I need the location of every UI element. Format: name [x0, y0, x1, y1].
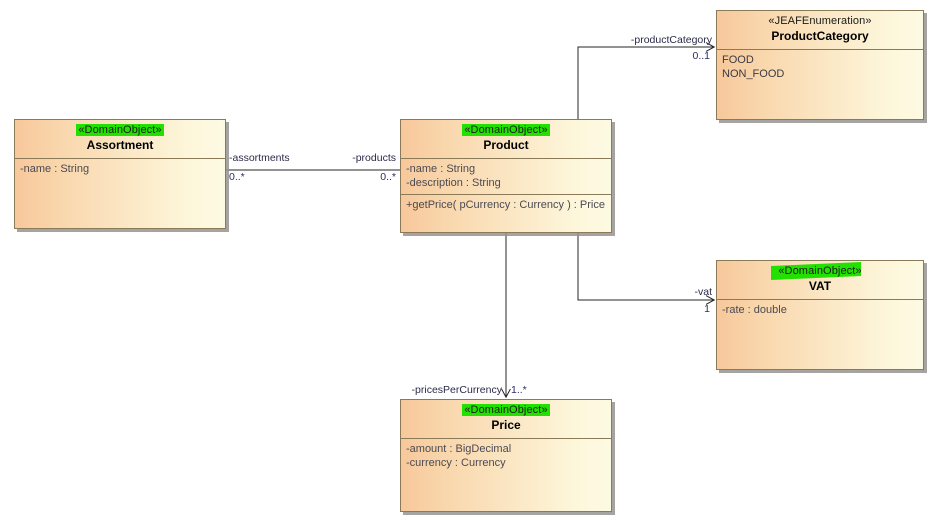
class-header-productcategory: «JEAFEnumeration» ProductCategory: [717, 11, 923, 49]
attribute-row: -amount : BigDecimal: [406, 443, 512, 455]
edge-label-vat-mult: 1: [704, 303, 710, 315]
edge-label-productcategory-mult: 0..1: [692, 50, 710, 62]
attributes-vat: -rate : double: [717, 299, 923, 368]
literals-productcategory: FOOD NON_FOOD: [717, 49, 923, 118]
attribute-row: -name : String: [20, 163, 90, 175]
class-box-productcategory[interactable]: «JEAFEnumeration» ProductCategory FOOD N…: [716, 10, 924, 120]
attribute-row: -description : String: [406, 177, 501, 189]
class-box-price[interactable]: «DomainObject» Price -amount : BigDecima…: [400, 399, 612, 512]
class-box-vat[interactable]: «DomainObject» VAT -rate : double: [716, 260, 924, 370]
edge-label-assortments-role: -assortments: [229, 152, 290, 164]
class-header-price: «DomainObject» Price: [401, 400, 611, 438]
attributes-assortment: -name : String: [15, 158, 225, 227]
stereotype-product: «DomainObject»: [462, 124, 550, 136]
edge-label-vat-role: -vat: [694, 286, 712, 298]
stereotype-price: «DomainObject»: [462, 404, 550, 416]
class-box-product[interactable]: «DomainObject» Product -name : String -d…: [400, 119, 612, 233]
class-name-productcategory: ProductCategory: [771, 29, 869, 43]
stereotype-assortment: «DomainObject»: [76, 124, 164, 136]
edge-label-price-mult: 1..*: [511, 384, 527, 396]
class-name-vat: VAT: [808, 279, 832, 293]
attribute-row: -name : String: [406, 163, 476, 175]
class-name-product: Product: [483, 138, 529, 152]
class-name-assortment: Assortment: [86, 138, 154, 152]
edge-label-productcategory-role: -productCategory: [630, 34, 712, 46]
attribute-row: -currency : Currency: [406, 457, 506, 469]
edge-label-products-role: -products: [352, 152, 396, 164]
class-name-price: Price: [491, 418, 521, 432]
edge-label-products-mult: 0..*: [380, 171, 396, 183]
edge-label-price-role: -pricesPerCurrency: [411, 384, 502, 396]
enum-literal-row: NON_FOOD: [722, 68, 785, 80]
attributes-product: -name : String -description : String: [401, 158, 611, 194]
class-box-assortment[interactable]: «DomainObject» Assortment -name : String: [14, 119, 226, 229]
operation-row: +getPrice( pCurrency : Currency ) : Pric…: [406, 199, 605, 211]
stereotype-productcategory: «JEAFEnumeration»: [768, 15, 872, 27]
operations-product: +getPrice( pCurrency : Currency ) : Pric…: [401, 194, 611, 231]
class-header-vat: «DomainObject» VAT: [717, 261, 923, 299]
enum-literal-row: FOOD: [722, 54, 754, 66]
attributes-price: -amount : BigDecimal -currency : Currenc…: [401, 438, 611, 510]
edge-label-assortments-mult: 0..*: [229, 171, 245, 183]
attribute-row: -rate : double: [722, 304, 787, 316]
class-header-product: «DomainObject» Product: [401, 120, 611, 158]
stereotype-vat: «DomainObject»: [778, 265, 862, 277]
class-header-assortment: «DomainObject» Assortment: [15, 120, 225, 158]
